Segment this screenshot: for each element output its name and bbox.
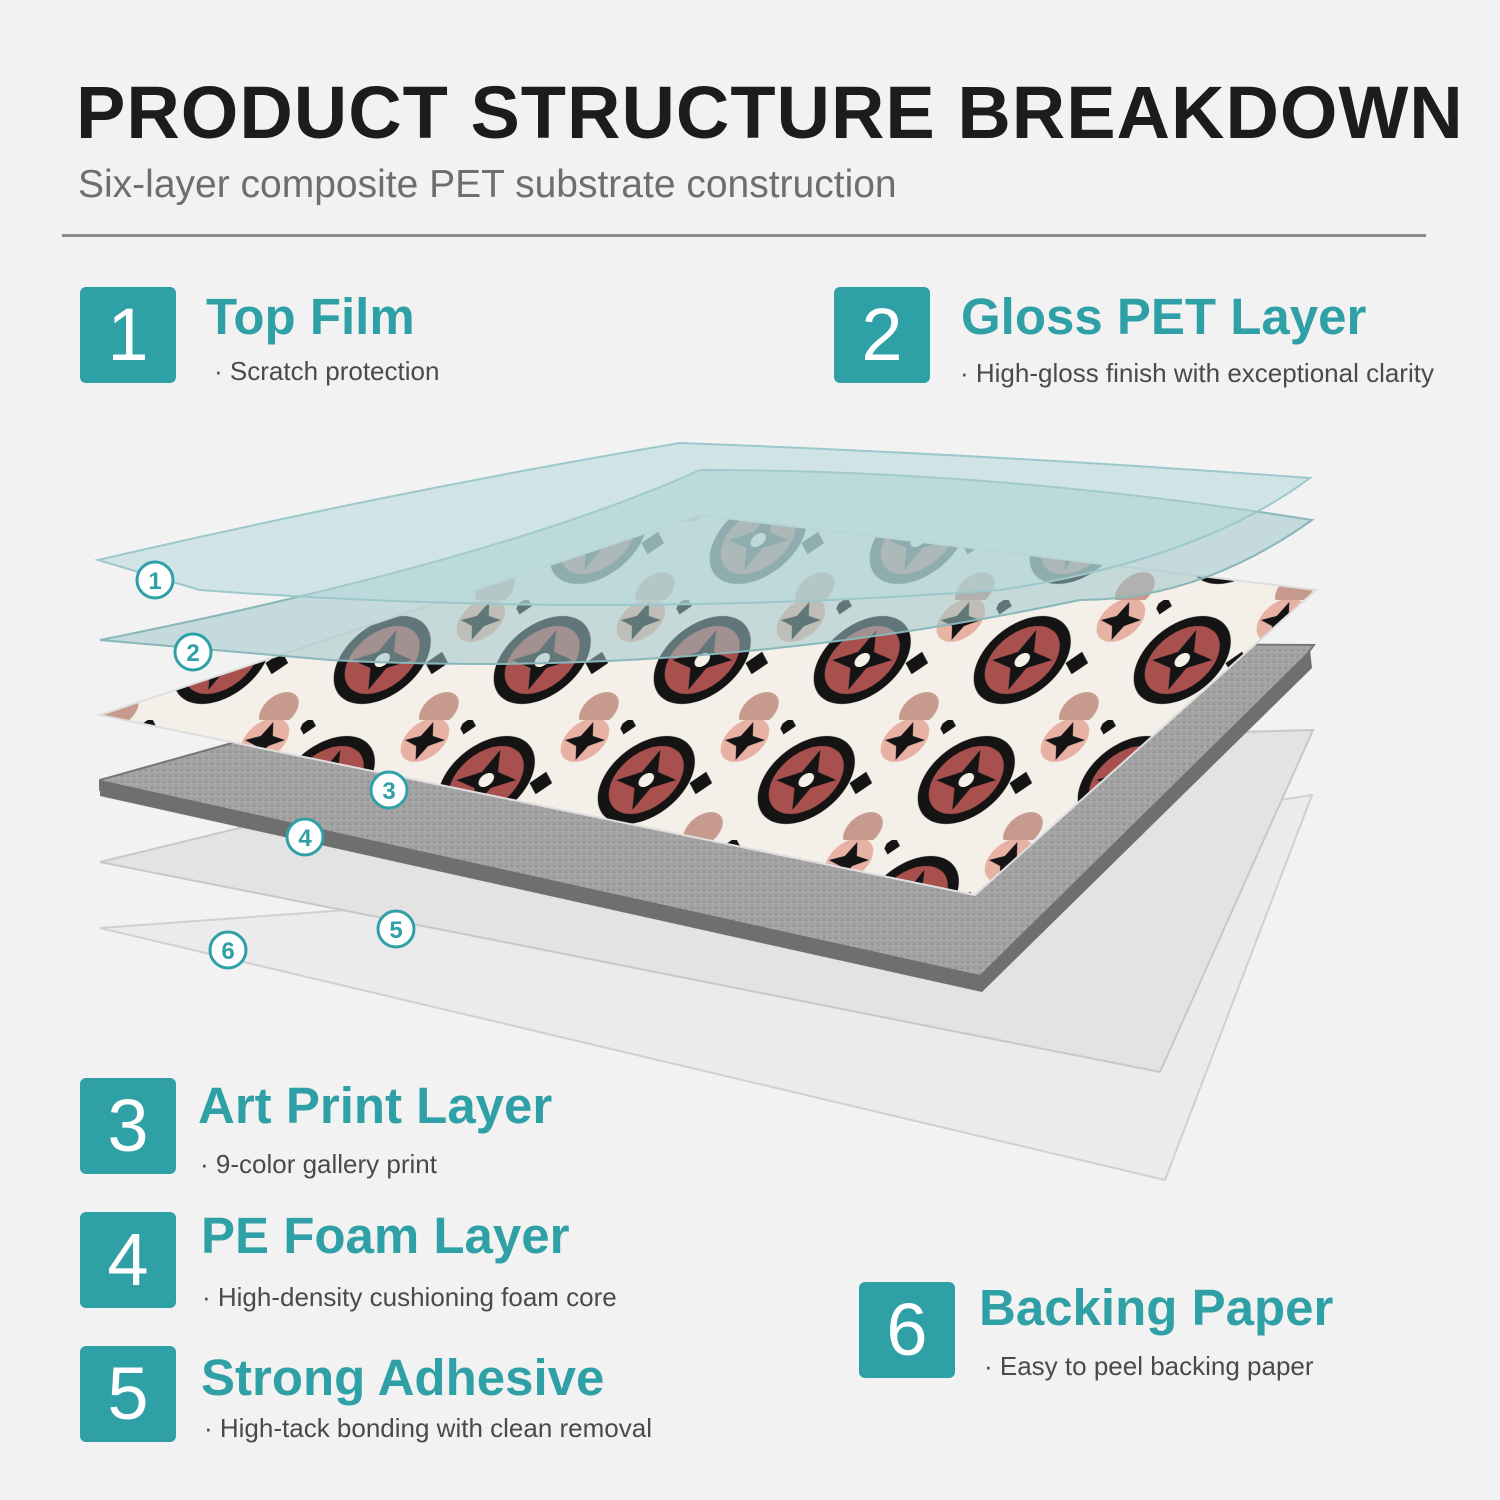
page-title: PRODUCT STRUCTURE BREAKDOWN [76, 71, 1464, 154]
layer-1-badge: 1 [80, 287, 176, 383]
layer-4-title: PE Foam Layer [201, 1207, 570, 1264]
layer-4-desc: · High-density cushioning foam core [202, 1282, 617, 1312]
layer-6-desc: · Easy to peel backing paper [984, 1351, 1314, 1381]
marker-1-label: 1 [148, 568, 161, 595]
marker-3-label: 3 [382, 778, 395, 805]
marker-6-label: 6 [221, 938, 234, 965]
page-subtitle: Six-layer composite PET substrate constr… [78, 163, 897, 206]
layer-5-title: Strong Adhesive [201, 1349, 605, 1406]
top-film-sheet [94, 441, 1313, 606]
layer-4-badge: 4 [80, 1212, 176, 1308]
layer-2-badge: 2 [834, 287, 930, 383]
layer-6-title: Backing Paper [979, 1279, 1334, 1336]
layer-3-title: Art Print Layer [198, 1077, 553, 1134]
layer-5-badge: 5 [80, 1346, 176, 1442]
marker-5-label: 5 [389, 917, 402, 944]
layer-3-badge: 3 [80, 1078, 176, 1174]
layer-6-badge: 6 [859, 1282, 955, 1378]
layer-5-desc: · High-tack bonding with clean removal [204, 1413, 652, 1443]
layer-2-desc: · High-gloss finish with exceptional cla… [960, 358, 1434, 388]
layer-1-title: Top Film [206, 288, 415, 345]
marker-6-circle [208, 930, 248, 970]
marker-4-label: 4 [298, 825, 312, 852]
marker-2-circle [173, 632, 213, 672]
layer-1-desc: · Scratch protection [214, 356, 440, 386]
marker-4-circle [285, 817, 325, 857]
marker-1-circle [135, 560, 175, 600]
layer-2-title: Gloss PET Layer [961, 288, 1367, 345]
header-divider [62, 234, 1426, 237]
marker-3-circle [369, 770, 409, 810]
layer-3-desc: · 9-color gallery print [200, 1149, 437, 1179]
marker-5-circle [376, 909, 416, 949]
foam-edge [100, 650, 1312, 992]
marker-2-label: 2 [186, 640, 199, 667]
